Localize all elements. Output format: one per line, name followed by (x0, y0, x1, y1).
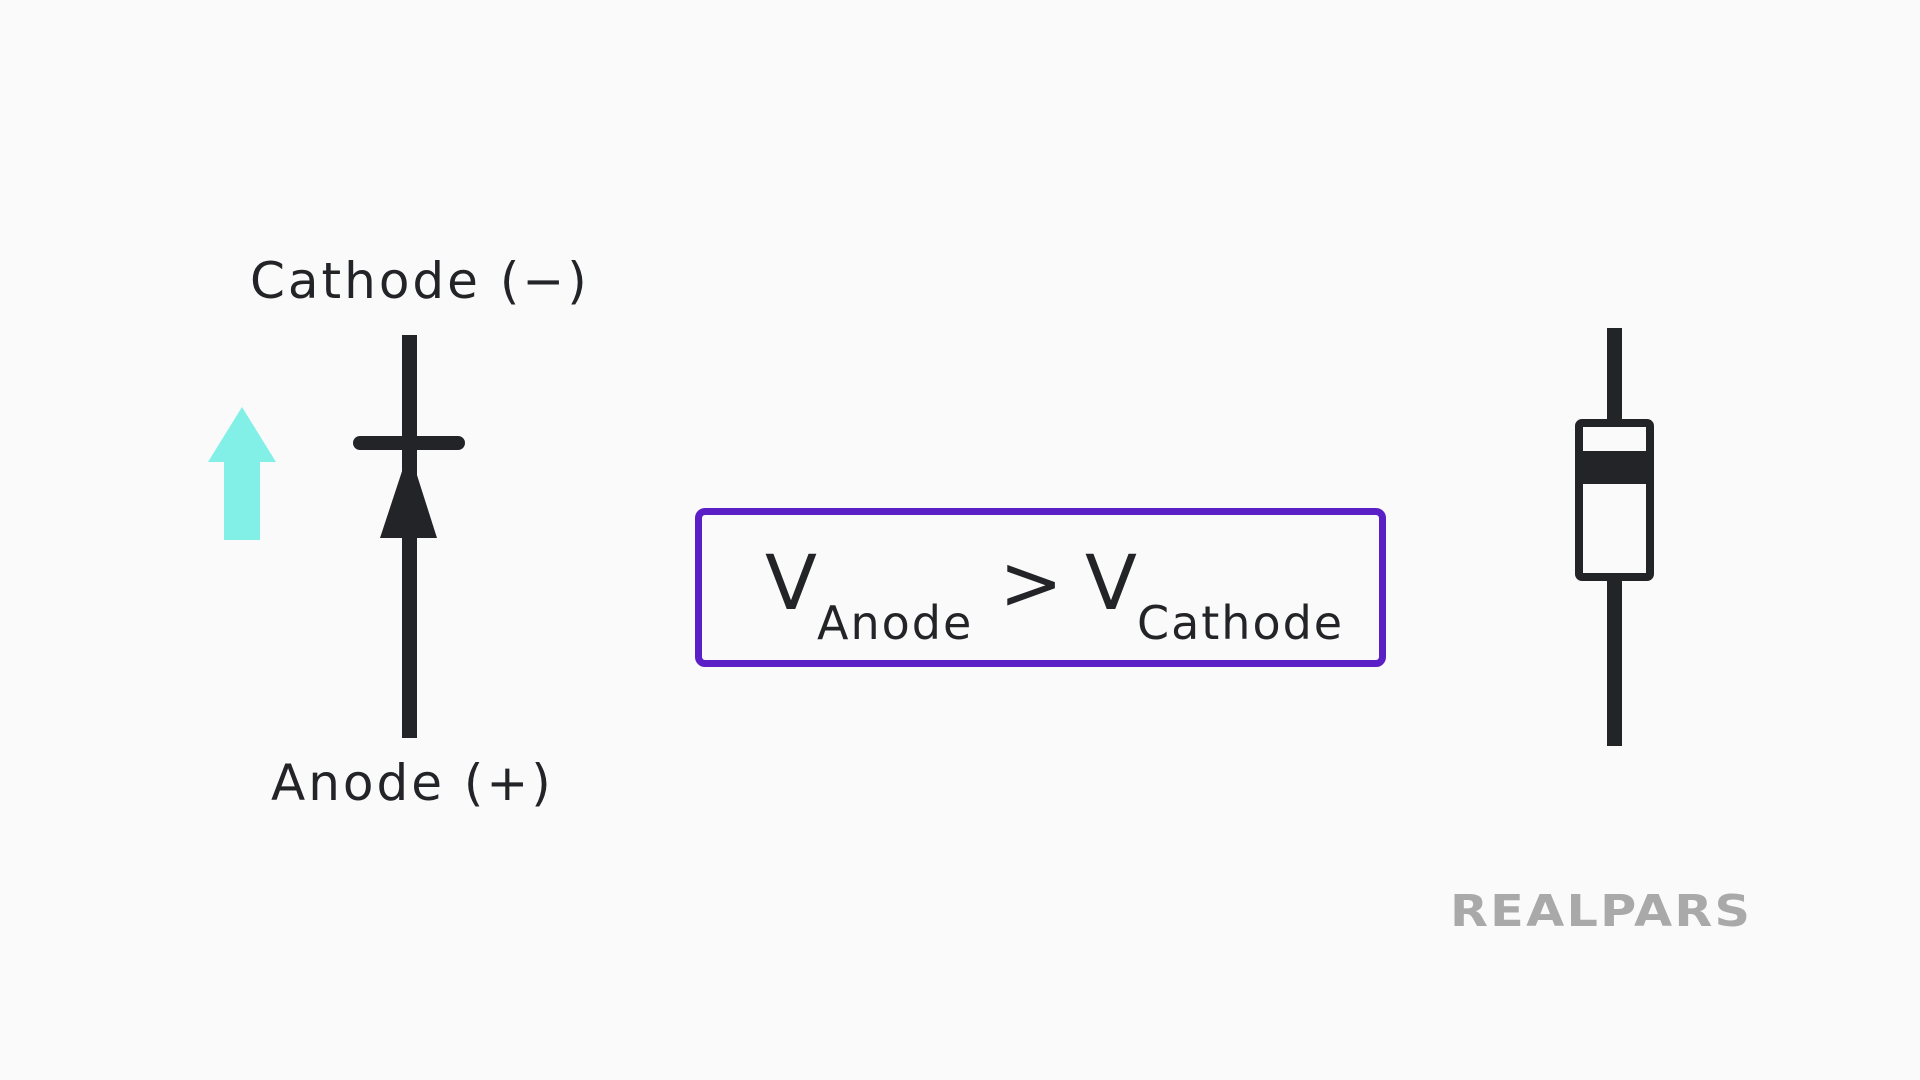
cathode-subscript: Cathode (1136, 596, 1345, 650)
diode-component-icon (1575, 328, 1654, 746)
cathode-label: Cathode (−) (250, 252, 590, 310)
anode-subscript: Anode (817, 596, 974, 650)
v-cathode: V (1084, 538, 1137, 627)
anode-label: Anode (+) (271, 754, 554, 812)
equation: VAnode>VCathode (765, 545, 1344, 647)
equation-box (695, 508, 1386, 667)
greater-than-sign: > (999, 538, 1063, 627)
realpars-logo: REALPARS (1450, 886, 1753, 937)
v-anode: V (765, 538, 817, 627)
diode-symbol-icon (353, 335, 465, 738)
up-arrow-icon (208, 407, 276, 540)
